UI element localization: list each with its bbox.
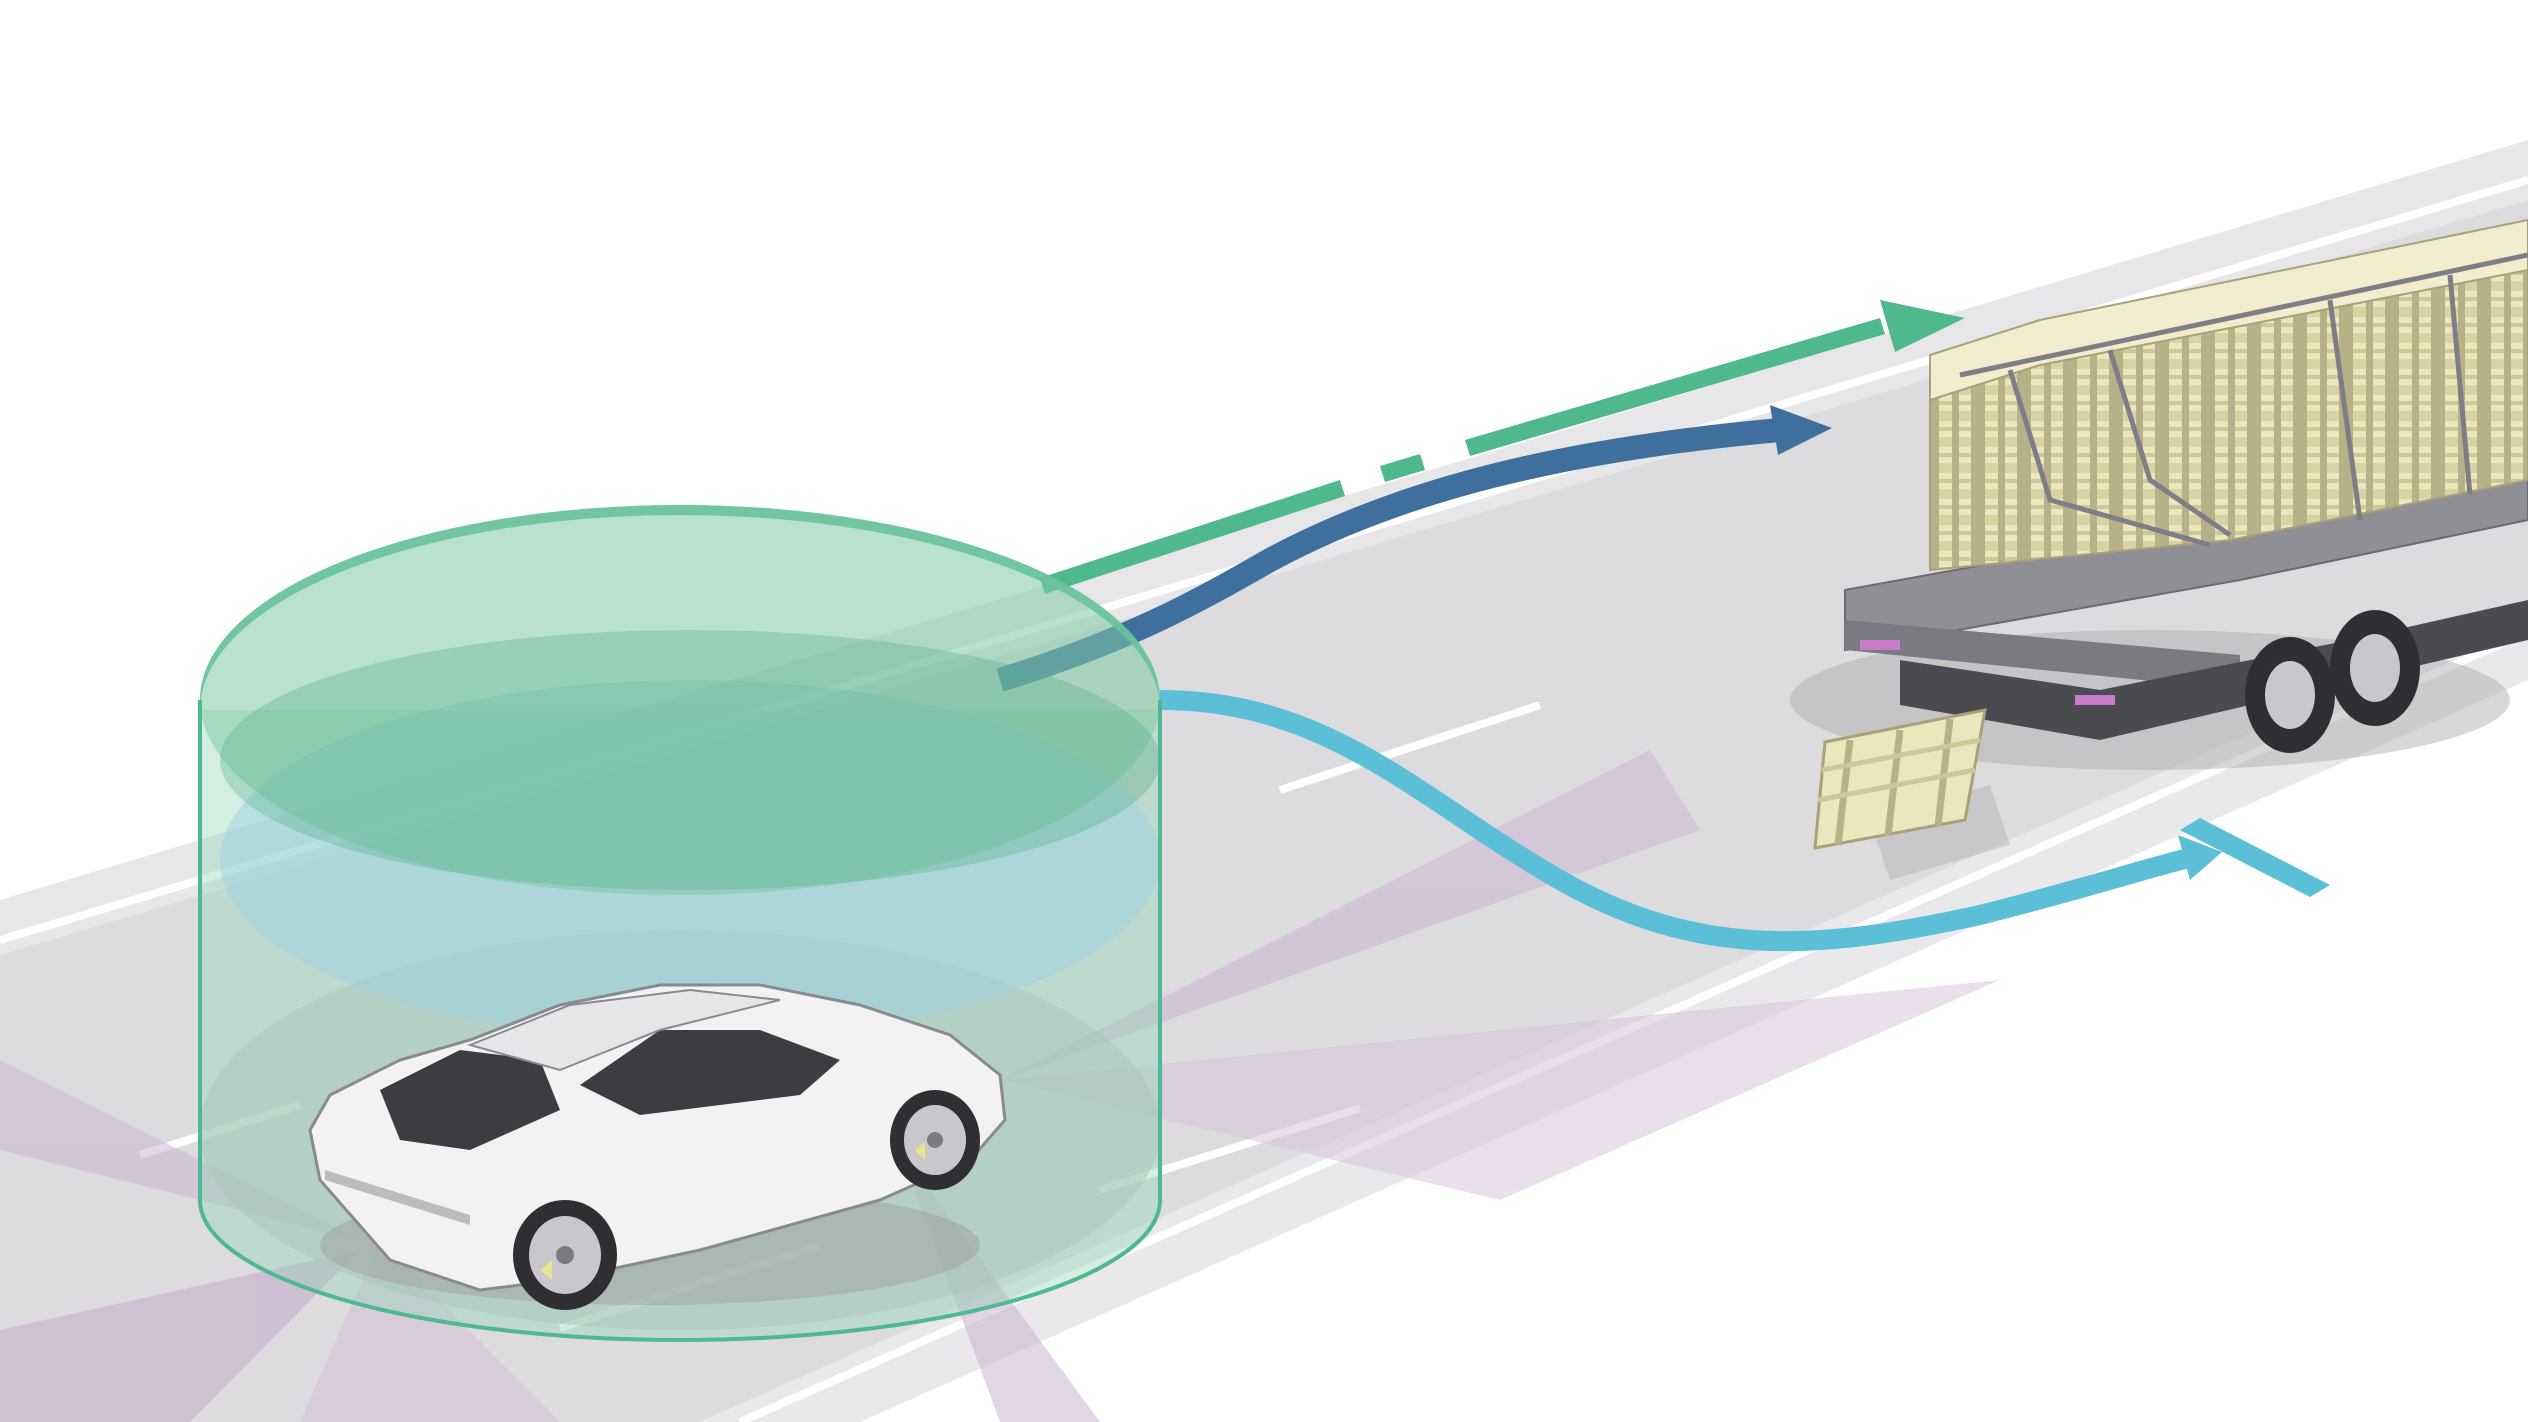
- sensor-cone-rear-down: [0, 1250, 360, 1422]
- bubble-top: [200, 505, 1160, 895]
- cyan-lane-arrow: [2180, 818, 2330, 897]
- cyan-path-arrowhead: [2178, 835, 2222, 880]
- sensor-cone-front-wide: [1000, 980, 2000, 1200]
- truck-chassis: [1900, 600, 2528, 740]
- car-taillight: [325, 1170, 470, 1225]
- green-path-arrowhead: [1880, 300, 1965, 352]
- sensor-cone-rear: [300, 1240, 560, 1422]
- car-roof: [466, 988, 781, 1072]
- truck-wheels: [2245, 610, 2420, 753]
- cyan-path-arrow: [1159, 690, 2203, 952]
- pallet-icon: [1813, 708, 2010, 880]
- truck-icon: [1790, 218, 2528, 770]
- car-icon: [308, 983, 1007, 1310]
- truck-pallet-stack: [1929, 218, 2528, 572]
- green-path-arrow: [1040, 480, 1345, 594]
- green-path-arrow-segment: [1380, 454, 1425, 482]
- cargo-straps: [1959, 252, 2528, 548]
- sensor-cone-front-right: [1000, 750, 1700, 1080]
- car-front-wheel: [890, 1090, 980, 1190]
- car-rear-wheel: [513, 1200, 617, 1310]
- car-windshield-rear: [380, 1050, 560, 1150]
- bubble-bottom-edge: [198, 1199, 1162, 1342]
- truck-lights: [1860, 640, 2115, 705]
- truck-deck-side: [1845, 620, 2240, 690]
- green-path-arrow-tail: [1465, 318, 1885, 456]
- navy-path-arrowhead: [1770, 405, 1832, 455]
- car-side-glass: [580, 1030, 840, 1115]
- bubble-inner-top: [220, 630, 1160, 890]
